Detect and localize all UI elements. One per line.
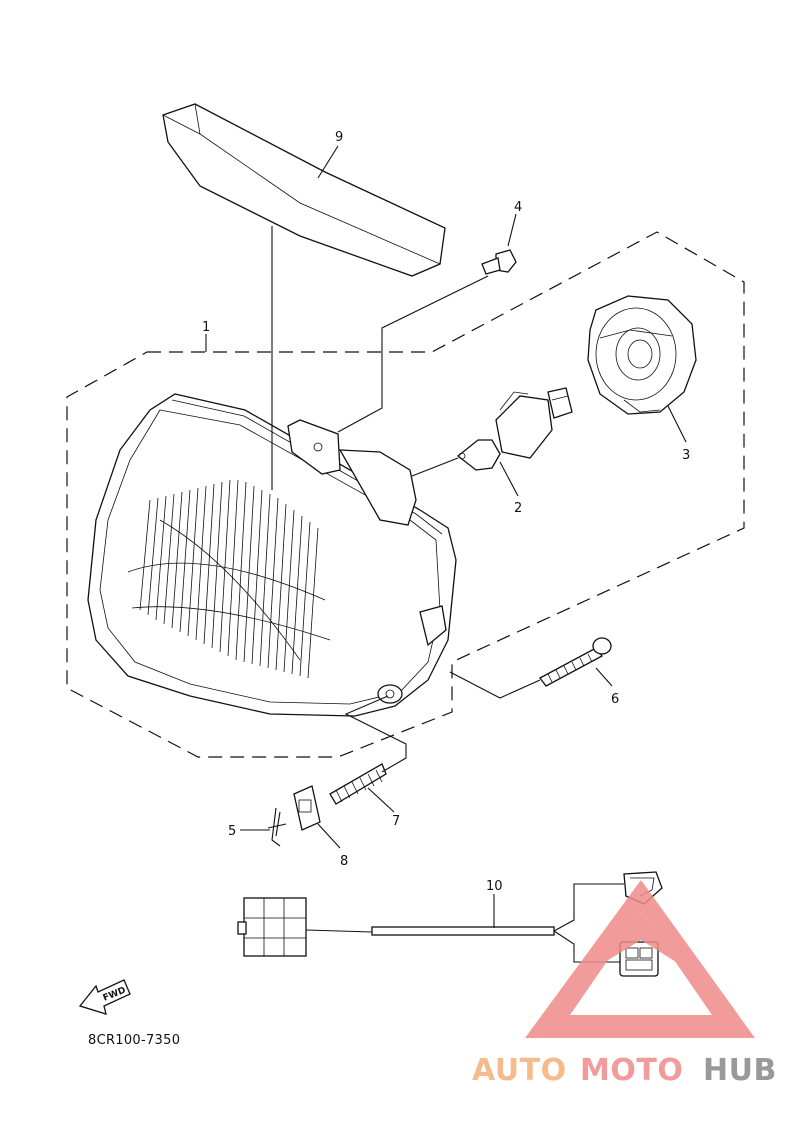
leader-8: [317, 823, 341, 849]
callout-9: 9: [335, 130, 343, 145]
leader-4-path: [337, 275, 489, 433]
callout-8: 8: [340, 854, 348, 869]
lens-pattern: [127, 479, 331, 679]
part-4-screw: [481, 249, 517, 275]
watermark-auto: AUTO: [472, 1053, 567, 1088]
watermark-hub: HUB: [703, 1053, 777, 1088]
part-8-nut-clip: [293, 785, 321, 831]
leader-6: [449, 667, 613, 699]
leader-9: [317, 145, 339, 179]
watermark-triangle: [525, 880, 755, 1038]
diagram-code: 8CR100-7350: [88, 1033, 180, 1048]
part-5-pin: [267, 807, 287, 847]
leader-7: [367, 787, 395, 813]
watermark-logo: AUTO MOTO HUB: [472, 880, 777, 1088]
part-2-bulb: [456, 387, 573, 471]
callout-3: 3: [682, 448, 690, 463]
part-9-visor-strip: [162, 103, 446, 277]
part-7-spring: [329, 763, 387, 805]
callout-1: 1: [202, 320, 210, 335]
callout-2: 2: [514, 501, 522, 516]
leader-2: [411, 457, 519, 497]
callout-6: 6: [611, 692, 619, 707]
callout-10: 10: [486, 879, 503, 894]
leader-7-path: [344, 695, 407, 773]
callout-4: 4: [514, 200, 522, 215]
callout-7: 7: [392, 814, 400, 829]
forward-arrow-icon: FWD: [78, 979, 131, 1015]
assembly-boundary-dashed: [66, 231, 745, 758]
part-6-bolt: [539, 637, 612, 687]
leader-lines: [205, 145, 687, 928]
part-3-bulb-cover: [587, 295, 697, 415]
leader-3: [667, 405, 687, 443]
leader-4: [507, 213, 517, 247]
watermark-moto: MOTO: [580, 1053, 683, 1088]
callout-5: 5: [228, 824, 236, 839]
part-1-headlight-unit: [87, 393, 457, 717]
